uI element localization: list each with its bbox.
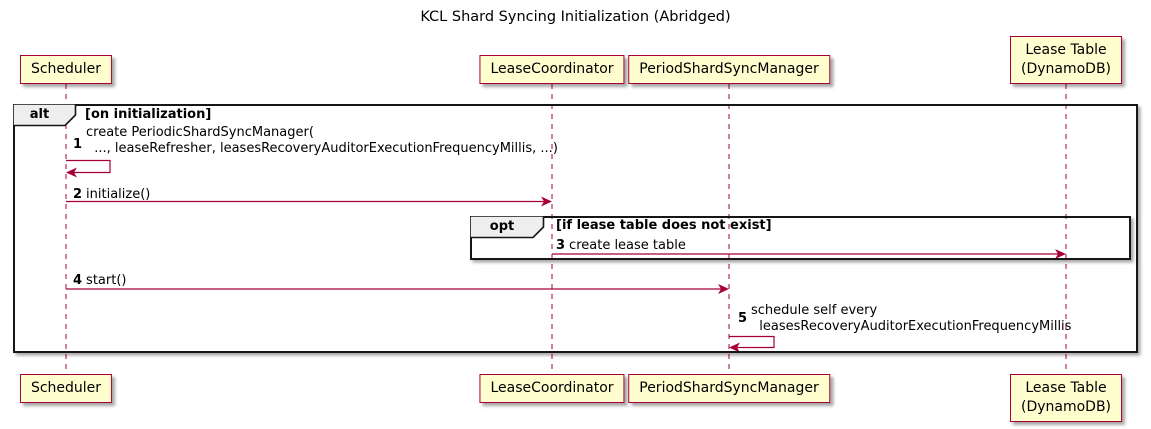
message-1-self-arrow — [66, 159, 111, 178]
message-1-number: 1 — [73, 137, 83, 152]
participant-box-periodshardsyncmanager-bottom: PeriodShardSyncManager — [628, 374, 830, 403]
alt-frame — [13, 104, 1138, 353]
message-2-arrow — [66, 196, 552, 207]
diagram-title: KCL Shard Syncing Initialization (Abridg… — [420, 9, 731, 25]
message-1-label: create PeriodicShardSyncManager( ..., le… — [86, 125, 558, 156]
message-3-number: 3 — [556, 238, 566, 253]
participant-box-scheduler-top: Scheduler — [19, 55, 113, 84]
opt-operator: opt — [489, 219, 515, 234]
message-4-number: 4 — [73, 273, 83, 288]
opt-frame-label-shape — [470, 216, 545, 239]
message-5-label: schedule self every leasesRecoveryAudito… — [751, 303, 1072, 334]
participant-box-scheduler-bottom: Scheduler — [19, 374, 113, 403]
participant-box-leasecoordinator-bottom: LeaseCoordinator — [479, 374, 625, 403]
message-5-number: 5 — [738, 311, 748, 326]
participant-box-lease-table-bottom: Lease Table (DynamoDB) — [1009, 374, 1123, 422]
message-5-self-arrow — [729, 335, 775, 353]
opt-guard: [if lease table does not exist] — [556, 218, 772, 233]
message-3-arrow — [552, 249, 1066, 259]
message-4-arrow — [66, 284, 729, 294]
alt-frame-label-shape — [13, 104, 77, 127]
alt-guard: [on initialization] — [85, 107, 212, 122]
message-2-number: 2 — [73, 187, 83, 202]
alt-operator: alt — [29, 107, 50, 122]
participant-box-periodshardsyncmanager-top: PeriodShardSyncManager — [628, 55, 830, 84]
participant-box-leasecoordinator-top: LeaseCoordinator — [479, 55, 625, 84]
participant-box-lease-table-top: Lease Table (DynamoDB) — [1009, 36, 1123, 84]
